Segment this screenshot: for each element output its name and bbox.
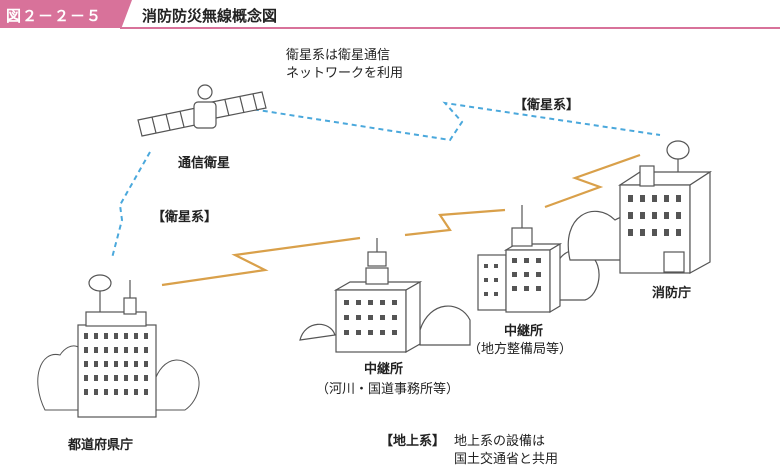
relay-station-2-label: 中継所 (504, 320, 543, 339)
satellite-system-label-left: 【衛星系】 (152, 206, 217, 225)
satellite-link-left (112, 152, 150, 258)
prefecture-building-icon (78, 275, 156, 417)
ground-system-tag: 【地上系】 (380, 430, 445, 449)
satellite-network-note-line1: 衛星系は衛星通信 (286, 44, 390, 63)
satellite-icon (138, 85, 266, 136)
fire-department-icon (568, 141, 710, 273)
ground-link-2 (405, 210, 505, 235)
ground-link-1 (162, 238, 360, 285)
relay-station-1-label: 中継所 (364, 358, 403, 377)
fire-department-label: 消防庁 (652, 282, 691, 301)
ground-system-note-line2: 国土交通省と共用 (454, 448, 558, 467)
relay-station-1-note: （河川・国道事務所等） (316, 378, 459, 397)
satellite-system-label-top: 【衛星系】 (514, 94, 579, 113)
relay-station-2-note: （地方整備局等） (468, 338, 572, 357)
comm-satellite-label: 通信衛星 (178, 152, 230, 171)
satellite-link-right (245, 103, 660, 140)
prefecture-office-label: 都道府県庁 (68, 434, 133, 453)
satellite-network-note-line2: ネットワークを利用 (286, 62, 403, 81)
ground-system-note-line1: 地上系の設備は (454, 430, 545, 449)
